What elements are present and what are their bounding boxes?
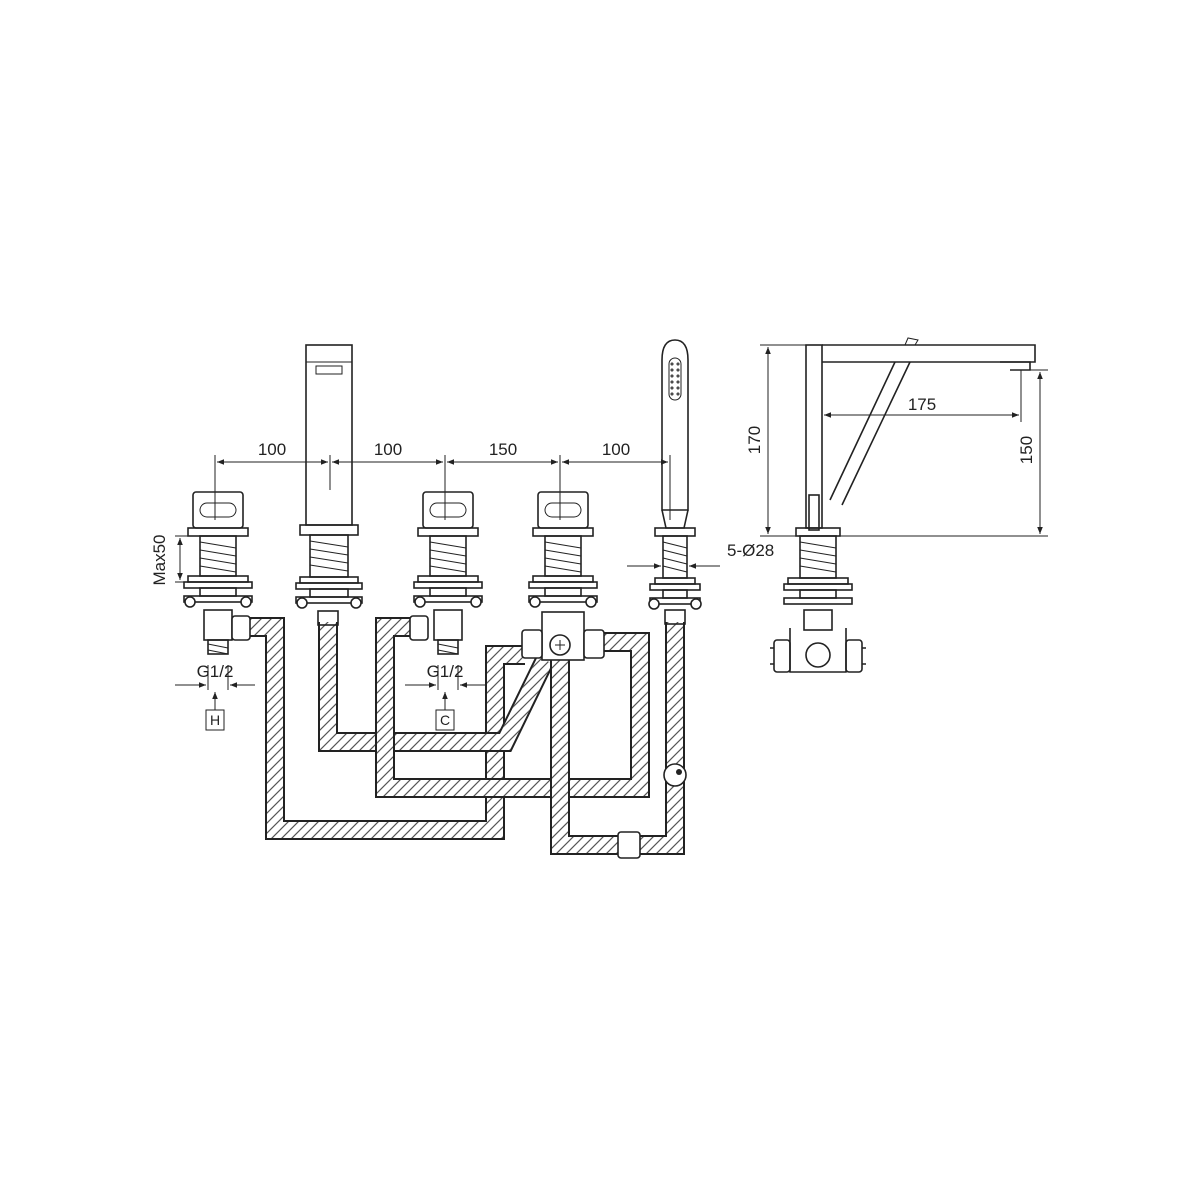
hose-weight	[663, 763, 687, 787]
diverter-valve	[521, 491, 605, 661]
cold-valve	[409, 491, 483, 655]
cold-marker: C	[440, 712, 450, 728]
dim-spacing-3: 150	[489, 440, 517, 459]
dimension-lines	[175, 344, 1048, 710]
dim-spout-height-total: 170	[745, 426, 764, 454]
dim-spacing-1: 100	[258, 440, 286, 459]
dim-thread-hot: G1/2	[197, 662, 234, 681]
dim-hole-spec: 5-Ø28	[727, 541, 774, 560]
dim-max-deck: Max50	[150, 534, 169, 585]
hose-connector	[617, 831, 641, 859]
hot-marker: H	[210, 712, 220, 728]
dim-thread-cold: G1/2	[427, 662, 464, 681]
dim-spout-height-outlet: 150	[1017, 436, 1036, 464]
hot-marker-box	[205, 709, 225, 731]
dim-spout-reach: 175	[908, 395, 936, 414]
handshower	[617, 339, 702, 859]
side-view	[770, 337, 1036, 673]
bath-spout	[295, 344, 363, 626]
dim-spacing-2: 100	[374, 440, 402, 459]
braided-hoses	[245, 617, 685, 855]
cold-marker-box	[435, 709, 455, 731]
dim-spacing-4: 100	[602, 440, 630, 459]
hot-valve	[183, 491, 253, 655]
